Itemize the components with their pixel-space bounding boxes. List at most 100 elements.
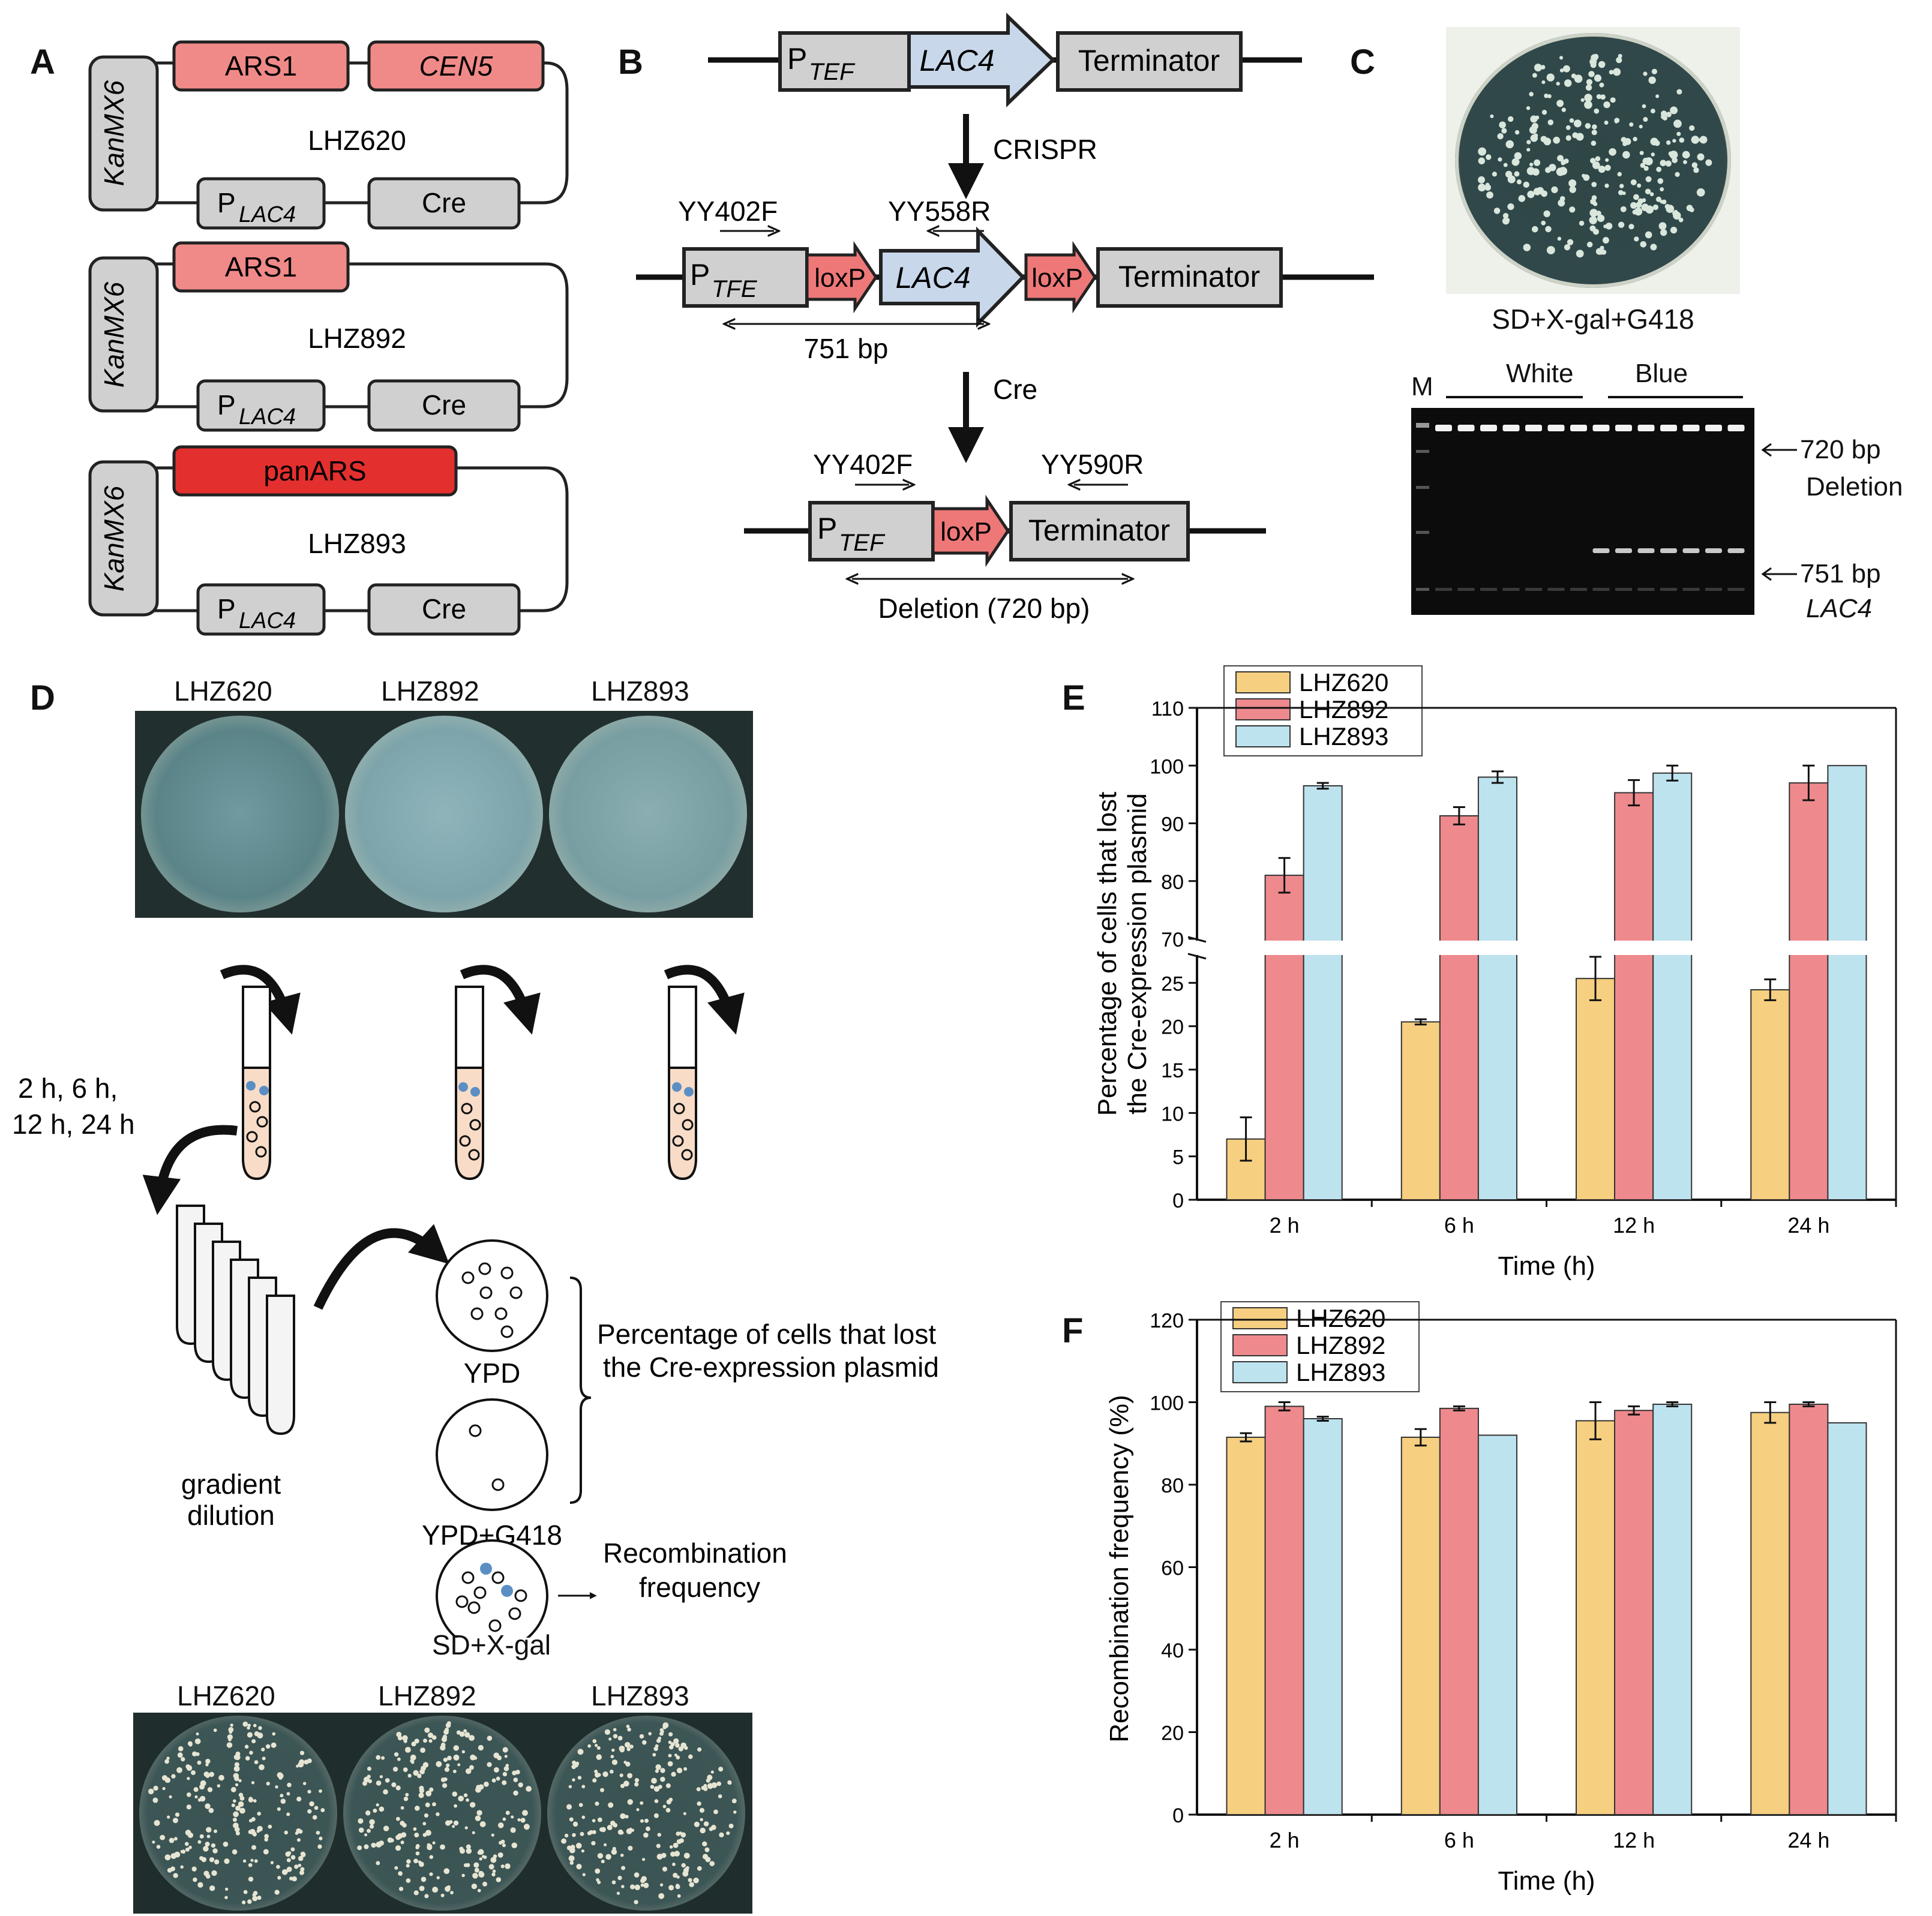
colony — [626, 1724, 630, 1728]
band-751bp — [1592, 548, 1610, 553]
colony — [406, 1878, 411, 1883]
colony — [1655, 196, 1661, 202]
colony — [298, 1863, 302, 1867]
colony — [1556, 100, 1564, 107]
colony — [621, 1866, 626, 1870]
colony — [371, 1842, 376, 1848]
colony — [213, 1728, 217, 1732]
bar-lhz620-12h — [1576, 978, 1616, 1200]
colony — [418, 1860, 422, 1864]
colony — [1592, 124, 1597, 130]
colony — [376, 1861, 380, 1866]
colony — [1584, 94, 1592, 102]
colony — [194, 1795, 198, 1799]
band-720bp — [1570, 425, 1587, 431]
colony — [575, 1761, 580, 1765]
colony — [1478, 147, 1487, 156]
colony — [425, 1802, 430, 1807]
colony — [383, 1789, 388, 1795]
break-mark — [1187, 953, 1207, 960]
colony — [662, 1722, 669, 1729]
colony — [477, 1888, 481, 1893]
colony — [302, 1782, 307, 1785]
kanmx6-label: KanMX6 — [98, 281, 130, 388]
colony — [376, 1780, 382, 1786]
colony — [391, 1782, 397, 1788]
colony — [244, 1744, 249, 1749]
colony — [1609, 148, 1616, 156]
colony — [610, 1769, 614, 1774]
colony — [476, 1810, 482, 1816]
colony — [620, 1783, 625, 1788]
colony — [680, 1832, 686, 1838]
colony — [594, 1744, 598, 1747]
colony — [706, 1778, 710, 1783]
colony — [1492, 172, 1497, 177]
colony — [1678, 217, 1684, 223]
y-tick-label: 25 — [1161, 972, 1184, 995]
colony — [265, 1744, 271, 1749]
colony — [364, 1844, 369, 1849]
colony — [478, 1872, 485, 1878]
plasmid-lhz892: KanMX6 ARS1 LHZ892 P LAC4 Cre — [88, 241, 569, 432]
colony — [700, 1827, 706, 1834]
band-720bp — [1480, 425, 1497, 431]
colony — [655, 1769, 659, 1773]
colony — [688, 1878, 692, 1882]
colony — [1561, 107, 1566, 112]
bar-lhz620-24h — [1750, 989, 1790, 1200]
bar-lhz893-12h — [1652, 772, 1693, 1200]
colony — [597, 1853, 604, 1859]
colony — [610, 1755, 614, 1759]
colony — [662, 1804, 667, 1809]
colony — [253, 1723, 257, 1728]
colony — [413, 1827, 417, 1831]
colony — [1498, 157, 1502, 162]
colony — [429, 1787, 434, 1792]
colony — [601, 1860, 605, 1864]
colony — [726, 1831, 730, 1836]
colony — [164, 1854, 171, 1861]
promoter-label: P — [217, 187, 236, 218]
colony — [666, 1799, 671, 1805]
x-tick-label: 12 h — [1613, 1828, 1655, 1852]
colony — [286, 1858, 291, 1863]
colony — [683, 1852, 690, 1859]
faint-band — [1502, 588, 1520, 591]
colony — [251, 1781, 255, 1785]
colony — [604, 1843, 607, 1846]
colony — [224, 1858, 230, 1864]
colony — [1622, 151, 1630, 159]
colony — [627, 1727, 631, 1732]
colony — [295, 1831, 299, 1835]
colony — [696, 1787, 701, 1792]
colony — [243, 1890, 248, 1894]
colony — [299, 1870, 305, 1875]
colony — [1534, 64, 1542, 72]
colony — [161, 1775, 168, 1781]
colony — [275, 1785, 278, 1789]
y-tick-label: 90 — [1161, 813, 1184, 836]
colony — [470, 1802, 476, 1808]
culture-tube — [455, 986, 484, 1181]
colony — [1507, 203, 1514, 211]
colony — [1616, 56, 1622, 64]
colony — [657, 1833, 662, 1837]
colony — [675, 1884, 680, 1890]
bar-lhz892-6h — [1439, 1407, 1479, 1815]
plasmid-name: LHZ892 — [308, 323, 406, 354]
colony — [443, 1868, 450, 1875]
colony — [731, 1798, 737, 1804]
colony — [258, 1726, 262, 1730]
colony — [1561, 161, 1565, 166]
bar-lhz620-12h — [1576, 1420, 1616, 1815]
blue-group-bracket — [1608, 396, 1743, 398]
bar-lhz893-2h — [1303, 1418, 1343, 1815]
colony — [1651, 152, 1655, 157]
colony — [1610, 97, 1616, 103]
colony — [178, 1746, 184, 1752]
colony — [1569, 186, 1576, 193]
colony — [713, 1809, 718, 1815]
colony — [665, 1783, 671, 1788]
